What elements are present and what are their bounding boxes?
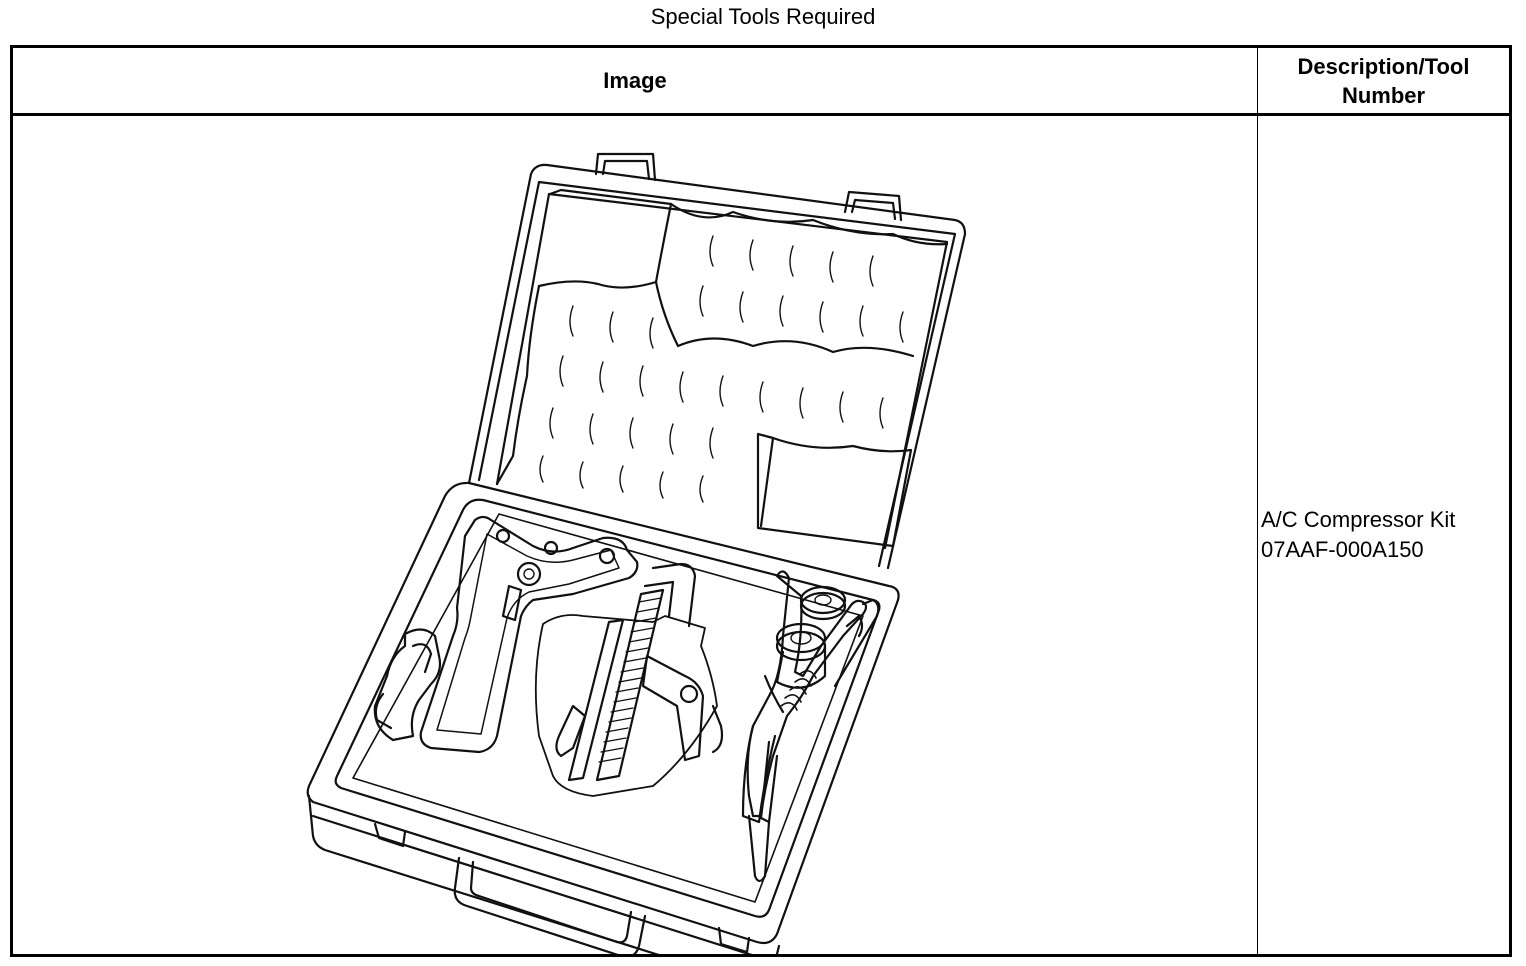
description-cell: A/C Compressor Kit 07AAF-000A150 (1261, 116, 1507, 954)
tool-description: A/C Compressor Kit (1261, 507, 1456, 532)
image-cell (13, 116, 1257, 954)
page-title: Special Tools Required (650, 4, 876, 29)
tool-number: 07AAF-000A150 (1261, 537, 1424, 562)
special-tools-table: Image Description/Tool Number (10, 45, 1512, 957)
header-description: Description/Tool Number (1297, 53, 1470, 108)
table-header-row: Image Description/Tool Number (13, 48, 1509, 116)
header-image: Image (603, 67, 667, 93)
column-divider (1257, 48, 1258, 954)
tool-case-kit-illustration (306, 152, 967, 954)
